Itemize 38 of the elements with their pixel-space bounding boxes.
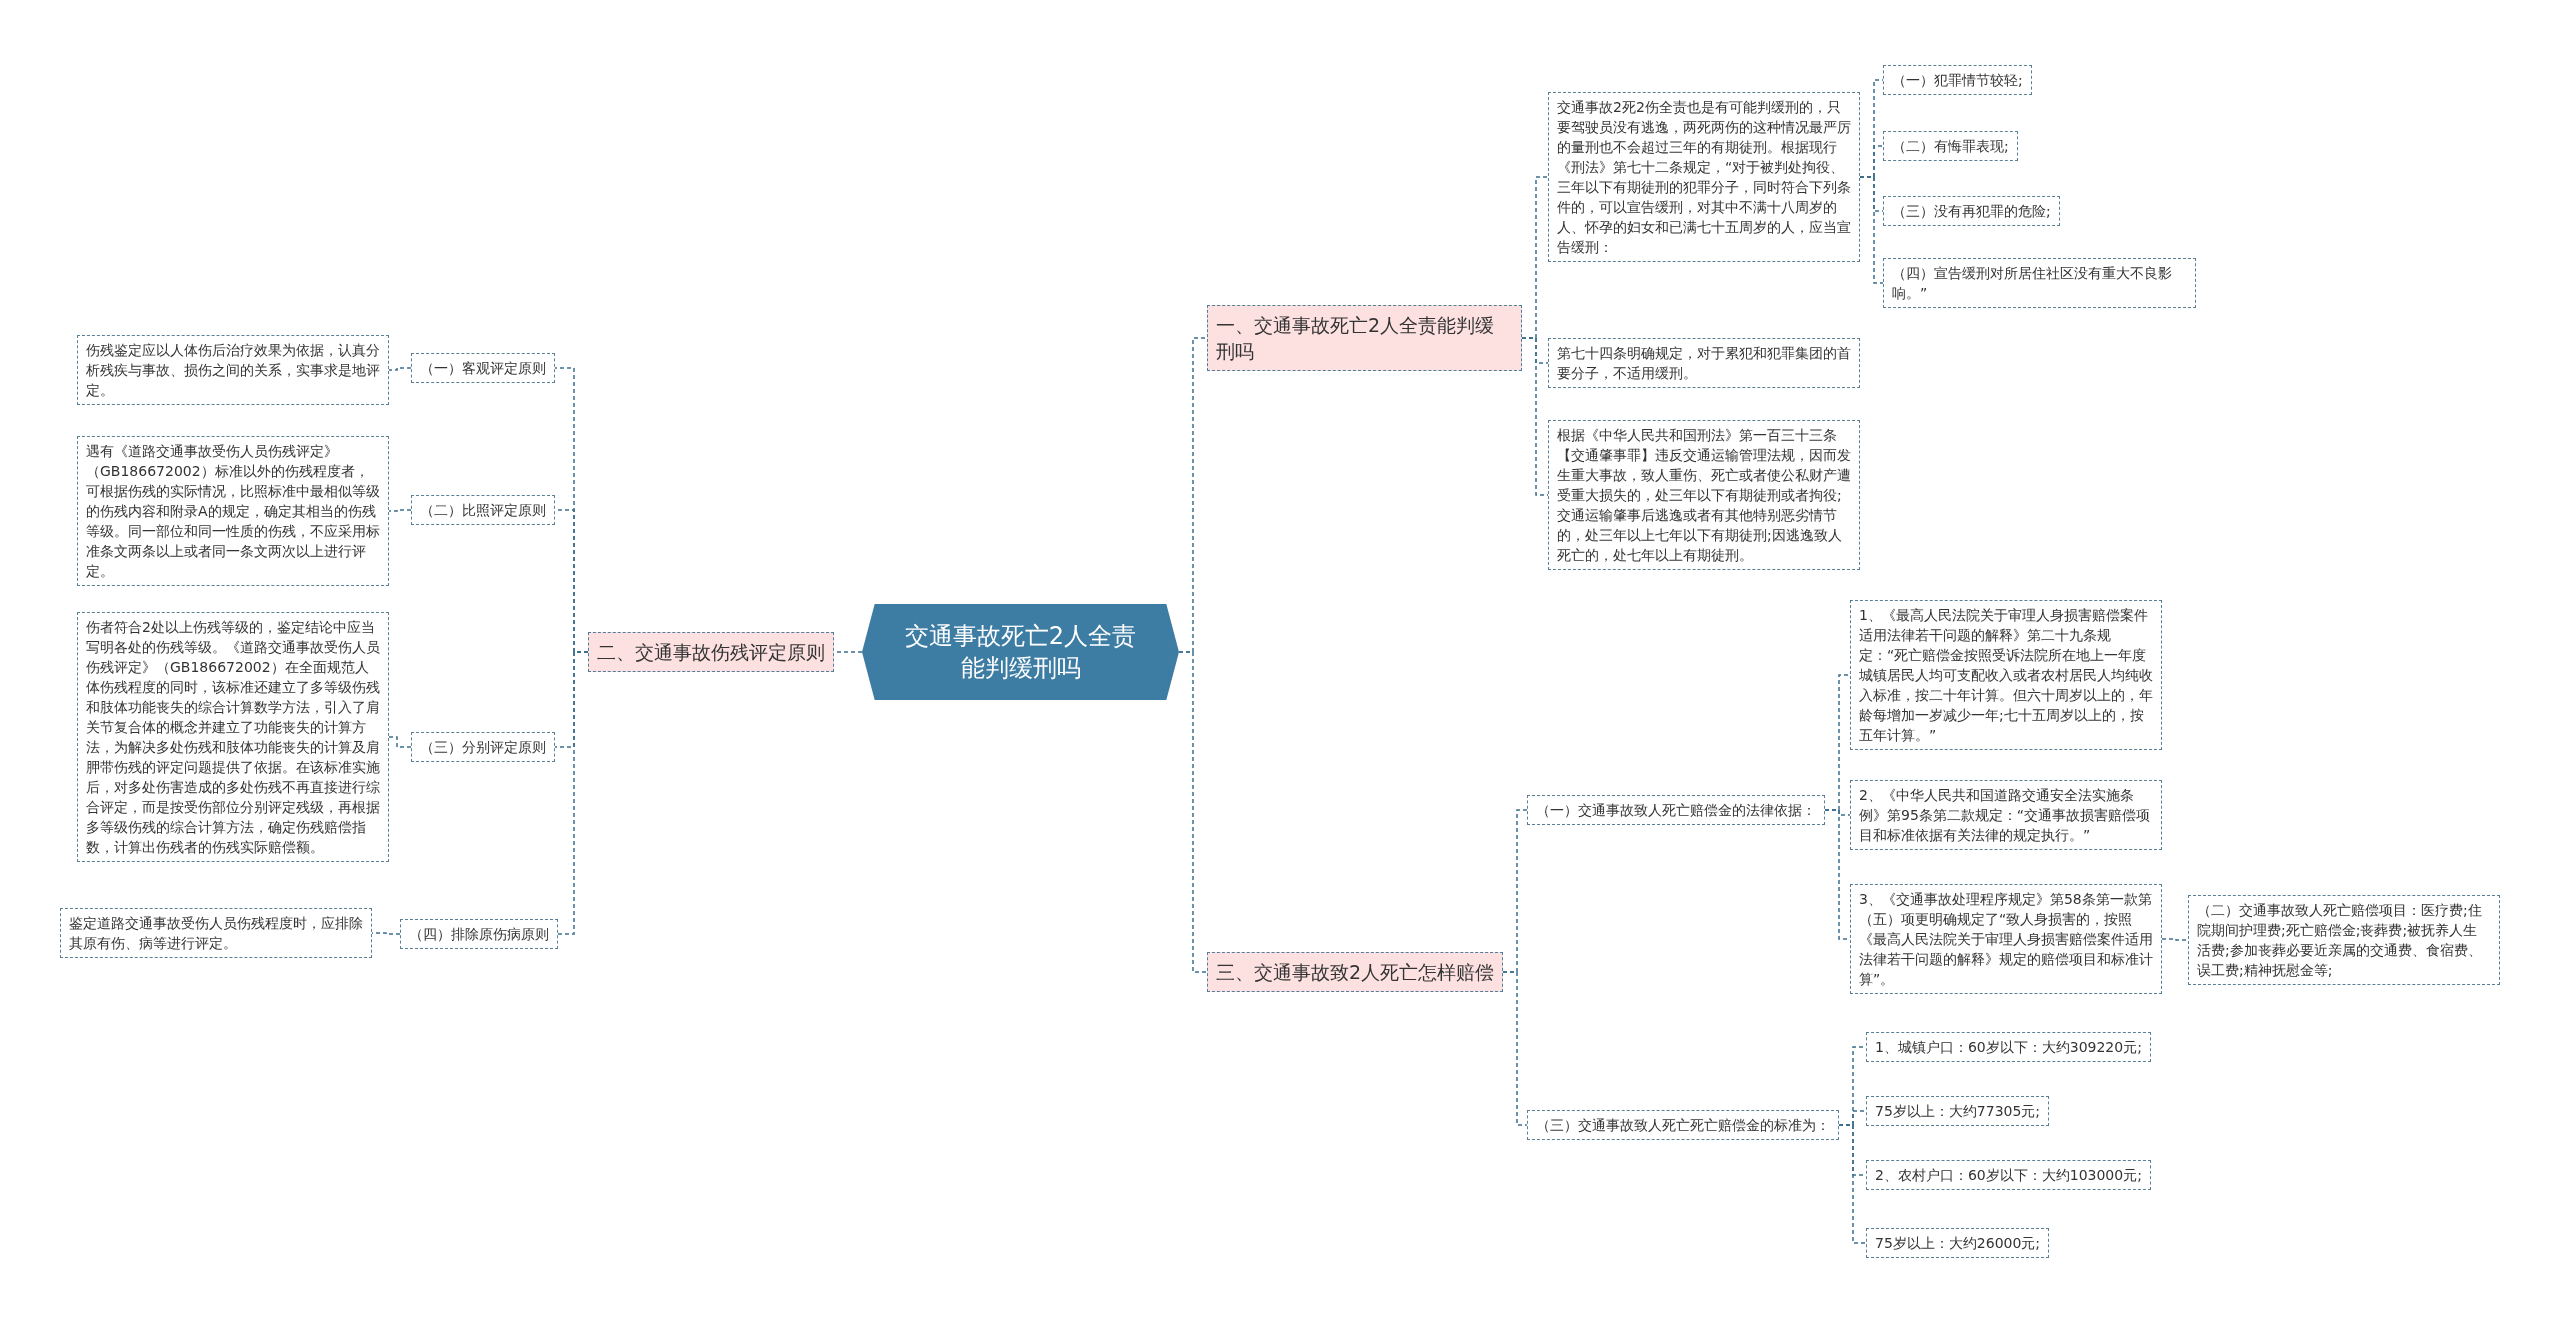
topic-box: （一）交通事故致人死亡赔偿金的法律依据： — [1527, 795, 1825, 825]
topic-box: 75岁以上：大约26000元; — [1866, 1228, 2050, 1258]
topic-box: （一）客观评定原则 — [411, 353, 555, 383]
branch-topic-box: 一、交通事故死亡2人全责能判缓刑吗 — [1207, 305, 1522, 371]
topic-box: 鉴定道路交通事故受伤人员伤残程度时，应排除其原有伤、病等进行评定。 — [60, 908, 372, 958]
central-topic-hexagon: 交通事故死亡2人全责能判缓刑吗 — [862, 604, 1179, 700]
topic-box: （三）分别评定原则 — [411, 732, 555, 762]
topic-box: （三）交通事故致人死亡死亡赔偿金的标准为： — [1527, 1110, 1839, 1140]
connector-line — [1502, 971, 1528, 1126]
connector-line — [2161, 938, 2189, 941]
connector-line — [1859, 176, 1884, 284]
topic-box: （三）没有再犯罪的危险; — [1883, 196, 2060, 226]
topic-box: （二）比照评定原则 — [411, 495, 555, 525]
topic-box: 2、《中华人民共和国道路交通安全法实施条例》第95条第二款规定：“交通事故损害赔偿项目和标准依据有关法律的规定执行。” — [1850, 780, 2162, 850]
connector-line — [388, 509, 412, 512]
topic-box: 75岁以上：大约77305元; — [1866, 1096, 2050, 1126]
topic-box: （二）有悔罪表现; — [1883, 131, 2018, 161]
topic-box: 遇有《道路交通事故受伤人员伤残评定》（GB186672002）标准以外的伤残程度者，可根据伤残的实际情况，比照标准中最相似等级的伤残内容和附录A的规定，确定其相当的伤残等级。同一部位和同一性质的伤残，不应采用标准条文两条以上或者同一条文两次以上进行评定。 — [77, 436, 389, 586]
topic-box: （四）排除原伤病原则 — [400, 919, 558, 949]
topic-box: 3、《交通事故处理程序规定》第58条第一款第（五）项更明确规定了“致人身损害的，按照《最高人民法院关于审理人身损害赔偿案件适用法律若干问题的解释》规定的赔偿项目和标准计算”。 — [1850, 884, 2162, 994]
topic-box: 1、城镇户口：60岁以下：大约309220元; — [1866, 1032, 2151, 1062]
topic-box: 伤者符合2处以上伤残等级的，鉴定结论中应当写明各处的伤残等级。《道路交通事故受伤人员伤残评定》（GB186672002）在全面规范人体伤残程度的同时，该标准还建立了多等级伤残和肢体功能丧失的综合计算数学方法，引入了肩关节复合体的概念并建立了功能丧失的计算方法，为解决多处伤残和肢体功能丧失的计算及肩胛带伤残的评定问题提供了依据。在该标准实施后，对多处伤害造成的多处伤残不再直接进行综合评定，而是按受伤部位分别评定残级，再根据多等级伤残的综合计算方法，确定伤残赔偿指数，计算出伤残者的伤残实际赔偿额。 — [77, 612, 389, 862]
topic-box: 伤残鉴定应以人体伤后治疗效果为依据，认真分析残疾与事故、损伤之间的关系，实事求是地评定。 — [77, 335, 389, 405]
branch-topic-box: 三、交通事故致2人死亡怎样赔偿 — [1207, 952, 1504, 992]
connector-line — [388, 367, 412, 371]
topic-box: （二）交通事故致人死亡赔偿项目：医疗费;住院期间护理费;死亡赔偿金;丧葬费;被抚养人生活费;参加丧葬必要近亲属的交通费、食宿费、误工费;精神抚慰金等; — [2188, 895, 2500, 985]
branch-topic-box: 二、交通事故伤残评定原则 — [588, 632, 834, 672]
topic-box: （一）犯罪情节较轻; — [1883, 65, 2032, 95]
connector-line — [1838, 1124, 1867, 1244]
topic-box: 第七十四条明确规定，对于累犯和犯罪集团的首要分子，不适用缓刑。 — [1548, 338, 1860, 388]
topic-box: （四）宣告缓刑对所居住社区没有重大不良影响。” — [1883, 258, 2196, 308]
topic-box: 2、农村户口：60岁以下：大约103000元; — [1866, 1160, 2151, 1190]
connector-line — [557, 651, 589, 935]
topic-box: 交通事故2死2伤全责也是有可能判缓刑的，只要驾驶员没有逃逸，两死两伤的这种情况最严厉的量刑也不会超过三年的有期徒刑。根据现行《刑法》第七十二条规定，“对于被判处拘役、三年以下有期徒刑的犯罪分子，同时符合下列条件的，可以宣告缓刑，对其中不满十八周岁的人、怀孕的妇女和已满七十五周岁的人，应当宣告缓刑： — [1548, 92, 1860, 262]
topic-box: 1、《最高人民法院关于审理人身损害赔偿案件适用法律若干问题的解释》第二十九条规定：“死亡赔偿金按照受诉法院所在地上一年度城镇居民人均可支配收入或者农村居民人均纯收入标准，按二十年计算。但六十周岁以上的，年龄每增加一岁减少一年;七十五周岁以上的，按五年计算。” — [1850, 600, 2162, 750]
topic-box: 根据《中华人民共和国刑法》第一百三十三条【交通肇事罪】违反交通运输管理法规，因而发生重大事故，致人重伤、死亡或者使公私财产遭受重大损失的，处三年以下有期徒刑或者拘役;交通运输肇事后逃逸或者有其他特别恶劣情节的，处三年以上七年以下有期徒刑;因逃逸致人死亡的，处七年以上有期徒刑。 — [1548, 420, 1860, 570]
connector-line — [1178, 651, 1208, 973]
connector-line — [388, 736, 412, 748]
